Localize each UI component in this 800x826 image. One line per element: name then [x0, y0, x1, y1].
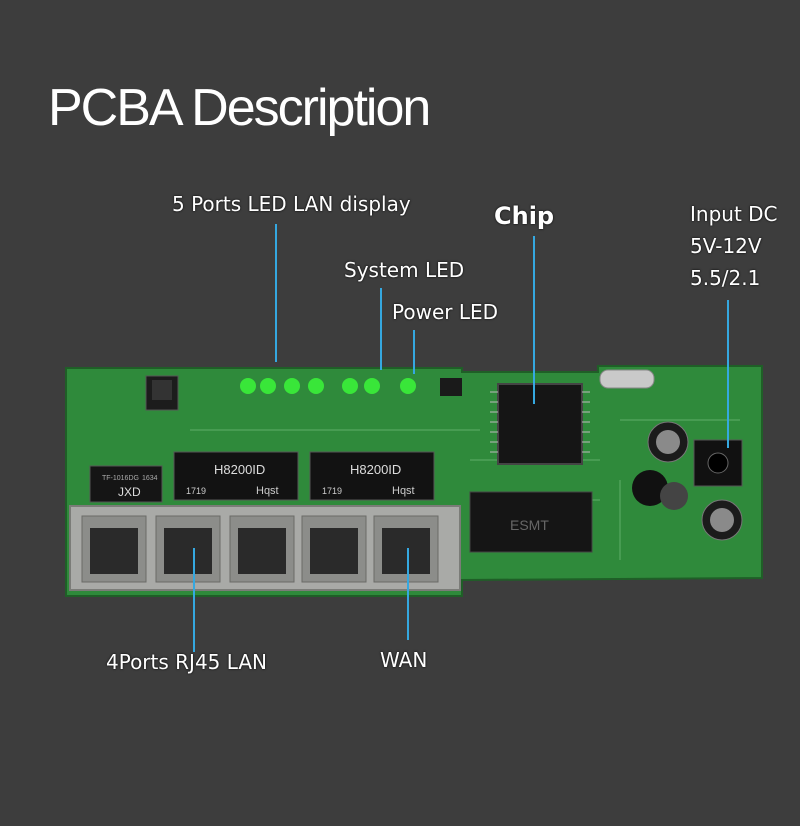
rj45-port-wan [373, 515, 439, 583]
label-wan: WAN [380, 648, 428, 672]
rj45-port [229, 515, 295, 583]
label-lan-ports: 4Ports RJ45 LAN [106, 650, 267, 674]
label-led-lan: 5 Ports LED LAN display [172, 192, 411, 216]
label-input-line1: Input DC [690, 202, 778, 226]
leader-wan [407, 548, 409, 640]
label-chip: Chip [494, 202, 555, 230]
svg-text:H8200ID: H8200ID [350, 462, 401, 477]
leader-lan-ports [193, 548, 195, 652]
svg-text:Hqst: Hqst [392, 485, 415, 497]
leader-led-lan [275, 224, 277, 362]
rj45-port [81, 515, 147, 583]
led-row [240, 378, 416, 394]
inductor [632, 470, 668, 506]
leader-input [727, 300, 729, 448]
svg-text:1634: 1634 [142, 475, 158, 482]
small-ic [440, 378, 462, 396]
leader-power-led [413, 330, 415, 374]
leader-chip [533, 236, 535, 404]
rj45-port [301, 515, 367, 583]
svg-text:Hqst: Hqst [256, 485, 279, 497]
svg-text:H8200ID: H8200ID [214, 462, 265, 477]
label-system-led: System LED [344, 258, 465, 282]
svg-text:JXD: JXD [118, 485, 141, 499]
rj45-port-block [69, 505, 461, 591]
transformer-left [173, 451, 299, 501]
svg-text:1719: 1719 [322, 486, 342, 496]
transformer-right [309, 451, 435, 501]
memory-chip-part [469, 491, 593, 553]
svg-text:1719: 1719 [186, 486, 206, 496]
label-power-led: Power LED [392, 300, 499, 324]
rj45-port [155, 515, 221, 583]
leader-system-led [380, 288, 382, 370]
svg-text:TF-1016DG: TF-1016DG [102, 475, 139, 482]
inductor [660, 482, 688, 510]
label-input-line3: 5.5/2.1 [690, 266, 761, 290]
filter-part [89, 465, 163, 503]
main-chip-part [497, 383, 583, 465]
crystal [599, 369, 655, 389]
page-title: PCBA Description [48, 79, 431, 137]
memory-mark: ESMT [510, 517, 549, 533]
label-input-line2: 5V-12V [690, 234, 762, 258]
